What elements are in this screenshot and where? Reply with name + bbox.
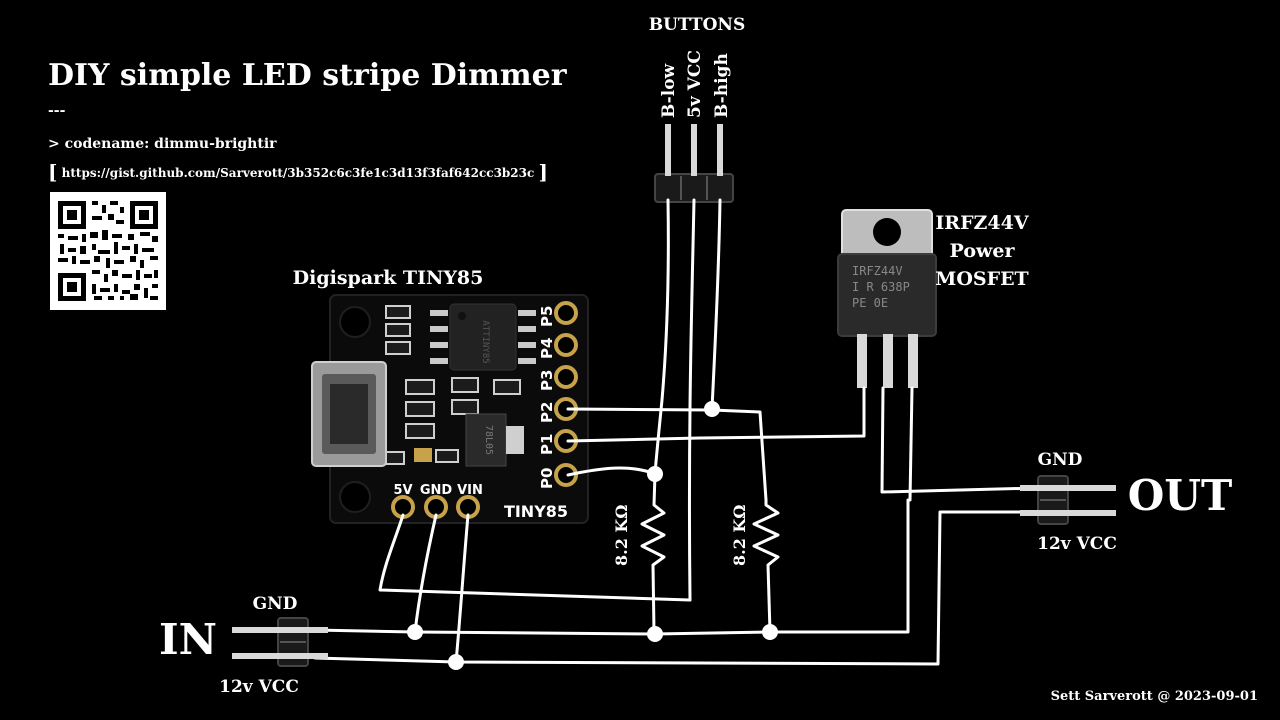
board-name: TINY85 xyxy=(504,502,568,521)
mosfet-title-3: MOSFET xyxy=(935,268,1028,290)
attiny85-chip xyxy=(449,303,517,371)
chip-marking: ATTINY85 xyxy=(480,320,490,363)
input-gnd-label: GND xyxy=(253,594,298,614)
mosfet-marking-2: I R 638P xyxy=(852,280,910,294)
button-pin-b-high: B-high xyxy=(712,53,732,118)
input-vcc-label: 12v VCC xyxy=(219,677,299,697)
link-open-bracket: [ xyxy=(48,160,58,184)
buttons-title: BUTTONS xyxy=(649,15,746,35)
title-separator: --- xyxy=(48,103,66,119)
author-credit: Sett Sarverott @ 2023-09-01 xyxy=(1050,689,1258,704)
pin-label-p3: P3 xyxy=(538,370,556,391)
regulator-78l05 xyxy=(465,413,507,467)
pin-label-p2: P2 xyxy=(538,402,556,423)
output-label: OUT xyxy=(1128,471,1232,520)
pin-label-p5: P5 xyxy=(538,306,556,327)
mosfet-marking-3: PE 0E xyxy=(852,296,888,310)
power-label-vin: VIN xyxy=(457,483,483,498)
codename-prefix: > xyxy=(48,136,60,152)
pin-pads xyxy=(554,301,578,487)
input-label: IN xyxy=(159,615,217,664)
output-gnd-label: GND xyxy=(1038,450,1083,470)
pin-label-p0: P0 xyxy=(538,468,556,489)
power-label-5v: 5V xyxy=(393,483,412,498)
button-header xyxy=(654,124,734,203)
power-label-gnd: GND xyxy=(420,483,453,498)
mounting-hole xyxy=(339,481,371,513)
codename-line: > codename: dimmu-brightir xyxy=(48,136,277,152)
mosfet-irfz44v: IRFZ44V I R 638P PE 0E xyxy=(837,209,937,388)
mosfet-title-2: Power xyxy=(950,240,1016,262)
gist-link[interactable]: https://gist.github.com/Sarverott/3b352c… xyxy=(61,166,535,180)
junction-dots xyxy=(407,401,778,670)
resistor-label-2: 8.2 KΩ xyxy=(730,504,749,566)
qr-code xyxy=(50,192,166,310)
output-header xyxy=(1020,475,1116,525)
button-pin-5v-vcc: 5v VCC xyxy=(685,50,705,118)
pin-label-p1: P1 xyxy=(538,434,556,455)
digispark-board: ATTINY85 78L05 P5 P4 P3 xyxy=(311,294,589,524)
pin-label-p4: P4 xyxy=(538,338,556,359)
link-close-bracket: ] xyxy=(538,160,548,184)
resistor-label-1: 8.2 KΩ xyxy=(612,504,631,566)
regulator-marking: 78L05 xyxy=(483,425,494,455)
wires xyxy=(313,198,1040,666)
board-title: Digispark TINY85 xyxy=(293,267,484,289)
output-vcc-label: 12v VCC xyxy=(1037,534,1117,554)
capacitor xyxy=(414,448,432,462)
mounting-hole xyxy=(339,306,371,338)
mosfet-title-1: IRFZ44V xyxy=(935,212,1029,234)
page-title: DIY simple LED stripe Dimmer xyxy=(48,58,567,93)
mosfet-marking-1: IRFZ44V xyxy=(852,264,903,278)
button-pin-b-low: B-low xyxy=(659,63,679,118)
codename-text: codename: dimmu-brightir xyxy=(64,136,277,152)
gist-link-row: [ https://gist.github.com/Sarverott/3b35… xyxy=(48,160,548,184)
input-header xyxy=(232,617,328,667)
